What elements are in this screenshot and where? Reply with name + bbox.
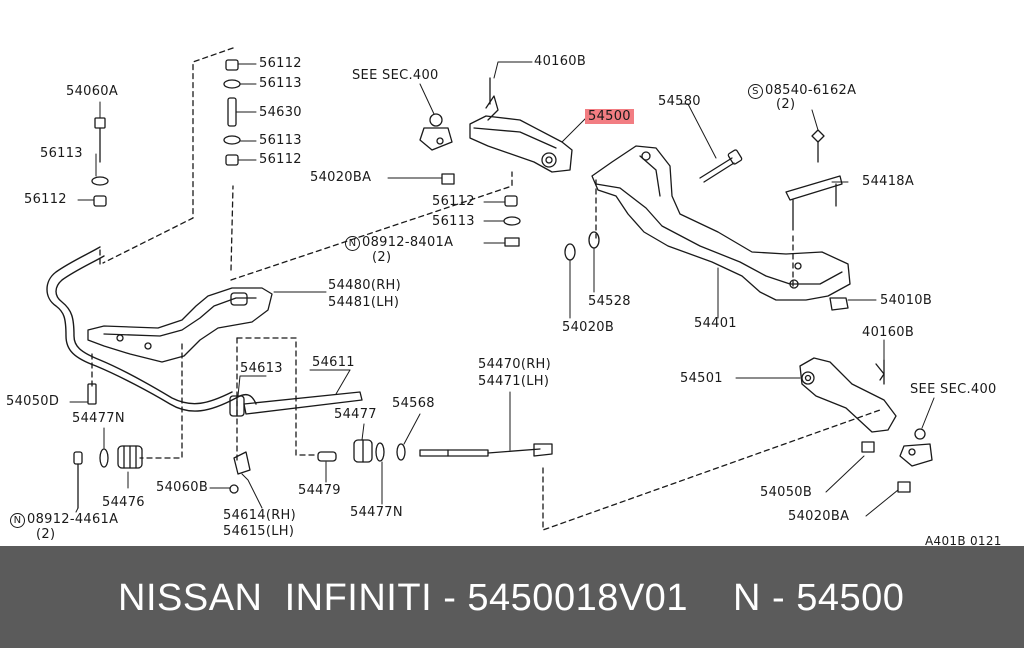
label-54501: 54501 bbox=[680, 371, 723, 386]
label-54477: 54477 bbox=[334, 407, 377, 422]
label-54615-lh: 54615(LH) bbox=[223, 524, 295, 539]
part-code-08912-8401a: 08912-8401A bbox=[362, 235, 454, 250]
frame-bracket-54480 bbox=[87, 287, 273, 363]
label-54050b: 54050B bbox=[760, 485, 813, 500]
label-56112-a: 56112 bbox=[259, 56, 302, 71]
banner-brand-part-number: NISSAN INFINITI - 5450018V01 bbox=[118, 577, 688, 619]
label-54479: 54479 bbox=[298, 483, 341, 498]
label-54060b: 54060B bbox=[156, 480, 209, 495]
hardware-bolt-54060a bbox=[91, 117, 109, 207]
label-54418a: 54418A bbox=[862, 174, 915, 189]
hardware-center-stack bbox=[441, 173, 521, 247]
crossmember-54401 bbox=[591, 145, 851, 301]
label-40160b-top: 40160B bbox=[534, 54, 587, 69]
leader-lines bbox=[69, 61, 935, 517]
dashed-guide-lines bbox=[91, 47, 881, 531]
label-54580: 54580 bbox=[658, 94, 701, 109]
label-54050d: 54050D bbox=[6, 394, 60, 409]
label-56113-c: 56113 bbox=[40, 146, 83, 161]
banner-reference-number: N - 54500 bbox=[733, 577, 905, 619]
label-see-sec-top: SEE SEC.400 bbox=[352, 68, 439, 83]
label-54568: 54568 bbox=[392, 396, 435, 411]
label-54020b: 54020B bbox=[562, 320, 615, 335]
highlight-54500: 54500 bbox=[585, 109, 634, 124]
part-code-08912-4461a: 08912-4461A bbox=[27, 512, 119, 527]
ball-joint-top bbox=[419, 113, 453, 151]
label-54401: 54401 bbox=[694, 316, 737, 331]
lower-link-54501 bbox=[799, 357, 897, 433]
label-08912-8401a-qty: (2) bbox=[372, 250, 392, 265]
label-54630: 54630 bbox=[259, 105, 302, 120]
label-see-sec-right: SEE SEC.400 bbox=[910, 382, 997, 397]
label-54060a: 54060A bbox=[66, 84, 119, 99]
label-54020ba-lower: 54020BA bbox=[788, 509, 850, 524]
tension-rod-54470 bbox=[419, 443, 553, 457]
upper-link-54500 bbox=[469, 77, 573, 173]
hardware-lower-middle bbox=[229, 439, 406, 494]
label-40160b-right: 40160B bbox=[862, 325, 915, 340]
bracket-54418a bbox=[785, 129, 843, 231]
figure-code: A401B 0121 bbox=[925, 534, 1002, 548]
label-54477n-a: 54477N bbox=[72, 411, 125, 426]
hardware-left-stack bbox=[223, 59, 241, 166]
label-56113-d: 56113 bbox=[432, 214, 475, 229]
label-56112-c: 56112 bbox=[24, 192, 67, 207]
circle-s-icon: S bbox=[748, 84, 763, 99]
part-code-08540-6162a: 08540-6162A bbox=[765, 83, 857, 98]
label-54614-rh: 54614(RH) bbox=[223, 508, 297, 523]
label-54611: 54611 bbox=[312, 355, 355, 370]
label-54476: 54476 bbox=[102, 495, 145, 510]
diagram-drawing bbox=[46, 47, 935, 531]
label-54480-rh: 54480(RH) bbox=[328, 278, 402, 293]
part-number-banner: NISSAN INFINITI - 5450018V01 N - 54500 bbox=[0, 546, 1024, 648]
ball-joint-right bbox=[899, 428, 933, 467]
link-bar-54611 bbox=[243, 391, 363, 415]
stabilizer-bushing bbox=[229, 395, 245, 417]
label-54528: 54528 bbox=[588, 294, 631, 309]
label-54613: 54613 bbox=[240, 361, 283, 376]
label-56113-b: 56113 bbox=[259, 133, 302, 148]
stabilizer-bar bbox=[46, 246, 257, 412]
label-54010b: 54010B bbox=[880, 293, 933, 308]
label-56112-d: 56112 bbox=[432, 194, 475, 209]
label-08540-6162a-qty: (2) bbox=[776, 97, 796, 112]
label-54471-lh: 54471(LH) bbox=[478, 374, 550, 389]
label-54500-highlighted: 54500 bbox=[585, 109, 634, 124]
label-08912-4461a-qty: (2) bbox=[36, 527, 56, 542]
label-54470-rh: 54470(RH) bbox=[478, 357, 552, 372]
circle-n-icon-lower: N bbox=[10, 513, 25, 528]
parts-diagram: 56112 56113 54630 56113 56112 54060A 561… bbox=[6, 47, 1002, 548]
label-54020ba: 54020BA bbox=[310, 170, 372, 185]
bolt-54580 bbox=[699, 149, 743, 183]
hardware-lower-left bbox=[73, 383, 143, 509]
hardware-washers bbox=[564, 231, 911, 493]
label-54481-lh: 54481(LH) bbox=[328, 295, 400, 310]
circle-n-icon: N bbox=[345, 236, 360, 251]
label-54477n-b: 54477N bbox=[350, 505, 403, 520]
label-56112-b: 56112 bbox=[259, 152, 302, 167]
label-56113-a: 56113 bbox=[259, 76, 302, 91]
